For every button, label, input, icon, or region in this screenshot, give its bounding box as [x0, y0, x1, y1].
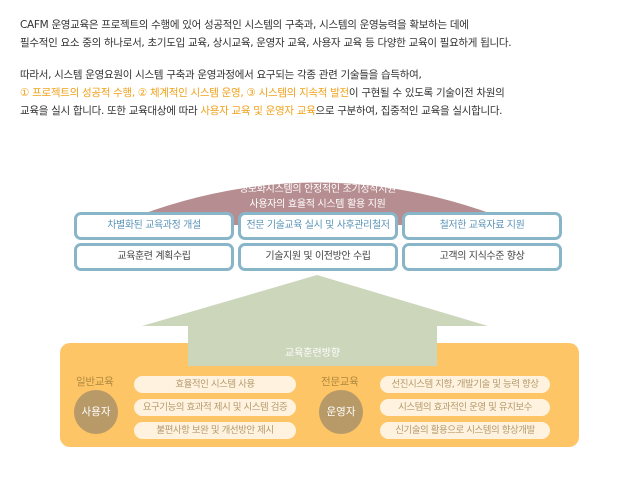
intro-line-5: 교육을 실시 합니다. 또한 교육대상에 따라 사용자 교육 및 운영자 교육으…	[20, 102, 620, 120]
intro-text: CAFM 운영교육은 프로젝트의 수행에 있어 성공적인 시스템의 구축과, 시…	[20, 16, 620, 120]
strategy-box-tech-support: 기술지원 및 이전방안 수립	[238, 243, 398, 271]
category-general: 일반교육	[76, 376, 114, 388]
intro-line-4-rest: 이 구현될 수 있도록 기술이전 차원의	[348, 87, 505, 99]
user-item-1: 효율적인 시스템 사용	[134, 376, 296, 393]
category-professional: 전문교육	[321, 376, 359, 388]
strategy-box-planning: 교육훈련 계획수립	[74, 243, 234, 271]
intro-goals-highlight: ① 프로젝트의 성공적 수행, ② 체계적인 시스템 운영, ③ 시스템의 지속…	[20, 87, 349, 99]
role-user-circle: 사용자	[74, 390, 118, 434]
intro-line-4: ① 프로젝트의 성공적 수행, ② 체계적인 시스템 운영, ③ 시스템의 지속…	[20, 84, 620, 102]
intro-line-2: 필수적인 요소 중의 하나로서, 초기도입 교육, 상시교육, 운영자 교육, …	[20, 37, 512, 49]
user-item-2: 요구기능의 효과적 제시 및 시스템 검증	[134, 399, 296, 416]
operator-item-3: 신기술의 활용으로 시스템의 향상개발	[380, 422, 550, 439]
goal-line-2: 사용자의 효율적 시스템 활용 지원	[249, 199, 386, 210]
strategy-box-curriculum: 차별화된 교육과정 개설	[74, 212, 234, 240]
role-operator-circle: 운영자	[319, 390, 363, 434]
operator-item-2: 시스템의 효과적인 운영 및 유지보수	[380, 399, 550, 416]
panel-title: 교육훈련방향	[284, 348, 341, 359]
intro-line-1: CAFM 운영교육은 프로젝트의 수행에 있어 성공적인 시스템의 구축과, 시…	[20, 19, 469, 31]
arrow-stem-overlap	[188, 343, 437, 366]
goal-line-1: 정보화시스템의 안정적인 조기정착지원	[238, 184, 397, 195]
intro-line-5-b: 으로 구분하여, 집중적인 교육을 실시합니다.	[315, 105, 503, 117]
operator-item-1: 선진시스템 지향, 개발기술 및 능력 향상	[380, 376, 550, 393]
intro-line-3: 따라서, 시스템 운영요원이 시스템 구축과 운영과정에서 요구되는 각종 관련…	[20, 69, 422, 81]
user-item-3: 불편사항 보완 및 개선방안 제시	[134, 422, 296, 439]
intro-line-5-a: 교육을 실시 합니다. 또한 교육대상에 따라	[20, 105, 201, 117]
strategy-box-tech-education: 전문 기술교육 실시 및 사후관리철저	[238, 212, 398, 240]
strategy-box-materials: 철저한 교육자료 지원	[402, 212, 562, 240]
strategy-box-knowledge: 고객의 지식수준 향상	[402, 243, 562, 271]
intro-target-highlight: 사용자 교육 및 운영자 교육	[200, 105, 316, 117]
